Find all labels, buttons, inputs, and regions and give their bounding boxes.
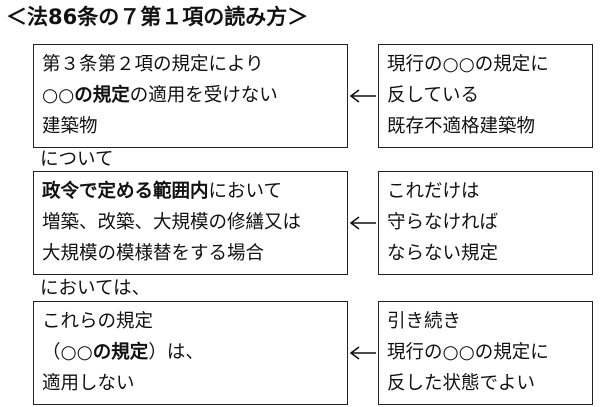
left-box-2-line-3: 大規模の模様替をする場合 xyxy=(42,243,265,264)
connector-1: について xyxy=(40,149,114,170)
page-title: ＜法86条の７第１項の読み方＞ xyxy=(6,5,309,29)
left-box-3: これらの規定 （○○の規定）は、 適用しない xyxy=(33,301,348,405)
left-box-3-line-1: これらの規定 xyxy=(42,311,154,332)
right-box-1-line-2: 反している xyxy=(387,85,479,106)
left-box-1-line-2: ○○の規定の適用を受けない xyxy=(42,80,347,111)
left-box-3-open-paren: （ xyxy=(42,342,61,363)
connector-2: においては、 xyxy=(40,278,151,299)
left-arrow-icon xyxy=(349,216,376,230)
right-box-3-line-1: 引き続き xyxy=(387,311,462,332)
left-box-3-line-3: 適用しない xyxy=(42,373,135,394)
left-box-3-close-paren: ）は、 xyxy=(148,342,204,363)
left-box-2-bold-term: 政令で定める範囲内 xyxy=(42,181,209,202)
right-box-2-line-3: ならない規定 xyxy=(387,243,499,264)
left-box-2: 政令で定める範囲内において 増築、改築、大規模の修繕又は 大規模の模様替をする場… xyxy=(33,171,348,275)
right-box-2: これだけは 守らなければ ならない規定 xyxy=(378,171,593,275)
left-box-1-line-1: 第３条第２項の規定により xyxy=(42,54,264,75)
left-arrow-icon xyxy=(349,89,376,103)
left-box-3-line-2: （○○の規定）は、 xyxy=(42,337,347,368)
left-arrow-icon xyxy=(349,346,376,360)
right-box-3-line-2: 現行の○○の規定に xyxy=(387,342,549,363)
left-box-1-line-3: 建築物 xyxy=(42,116,98,137)
left-box-1-line-2-rest: の適用を受けない xyxy=(129,85,278,106)
right-box-3: 引き続き 現行の○○の規定に 反した状態でよい xyxy=(378,301,593,405)
right-box-1-line-1: 現行の○○の規定に xyxy=(387,54,549,75)
left-box-1-bold-term: ○○の規定 xyxy=(42,85,130,106)
left-box-2-line-1-rest: において xyxy=(208,181,282,202)
right-box-2-line-1: これだけは xyxy=(387,181,480,202)
left-box-2-line-2: 増築、改築、大規模の修繕又は xyxy=(42,212,302,233)
right-box-1-line-3: 既存不適格建築物 xyxy=(387,116,536,137)
right-box-1: 現行の○○の規定に 反している 既存不適格建築物 xyxy=(378,44,593,148)
left-box-3-bold-term: ○○の規定 xyxy=(60,342,149,363)
left-box-2-line-1: 政令で定める範囲内において xyxy=(42,176,347,207)
right-box-2-line-2: 守らなければ xyxy=(387,212,499,233)
left-box-1: 第３条第２項の規定により ○○の規定の適用を受けない 建築物 xyxy=(33,44,348,148)
right-box-3-line-3: 反した状態でよい xyxy=(387,373,536,394)
